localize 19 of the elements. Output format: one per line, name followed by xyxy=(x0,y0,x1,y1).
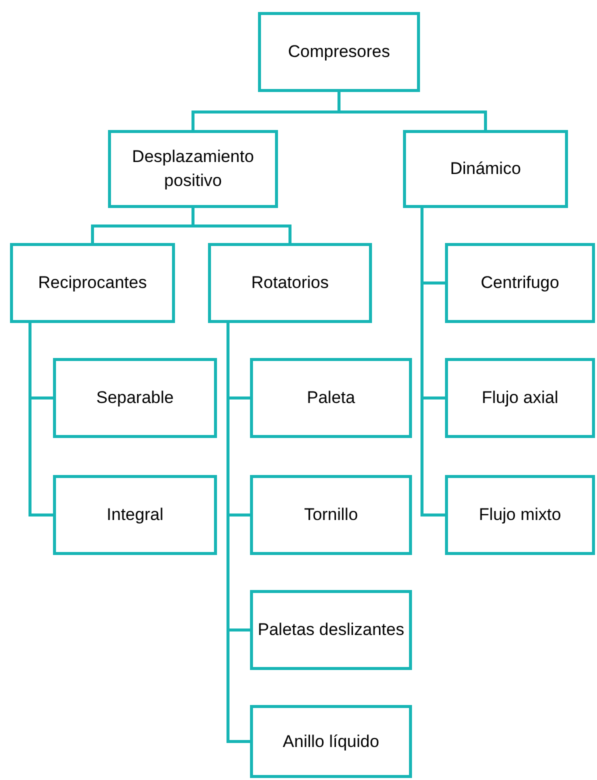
category-box: Paletas deslizantes xyxy=(250,590,412,670)
category-box: Dinámico xyxy=(403,130,568,208)
category-box: Rotatorios xyxy=(208,243,372,323)
category-box: Desplazamiento positivo xyxy=(108,130,278,208)
category-box: Paleta xyxy=(250,358,412,438)
category-box: Centrifugo xyxy=(445,243,595,323)
category-box: Flujo mixto xyxy=(445,475,595,555)
category-box: Reciprocantes xyxy=(10,243,175,323)
connector-line xyxy=(192,208,292,243)
connector-line xyxy=(338,92,487,130)
category-box: Separable xyxy=(53,358,217,438)
category-box: Flujo axial xyxy=(445,358,595,438)
connector-line xyxy=(28,323,53,516)
connector-line xyxy=(226,323,250,743)
category-box: Compresores xyxy=(258,12,420,92)
category-box: Integral xyxy=(53,475,217,555)
category-box: Anillo líquido xyxy=(250,705,412,778)
category-box: Tornillo xyxy=(250,475,412,555)
connector-line xyxy=(420,208,445,516)
